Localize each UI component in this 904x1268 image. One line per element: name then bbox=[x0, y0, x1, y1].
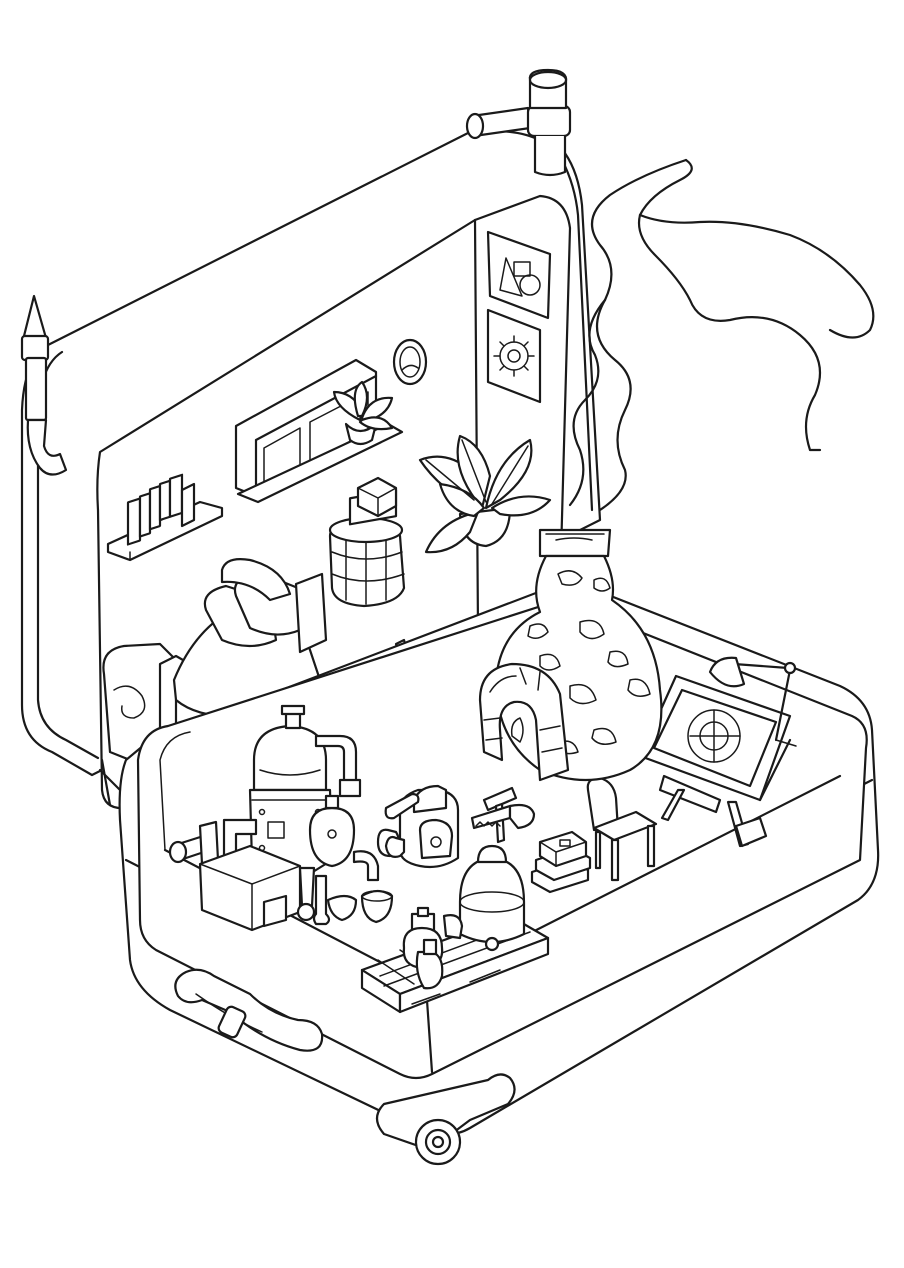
stone-furnace bbox=[478, 528, 663, 782]
workbench-vessels bbox=[402, 844, 526, 990]
large-potted-plant bbox=[418, 434, 552, 554]
wooden-barrel bbox=[328, 476, 406, 608]
hammer-and-saw bbox=[470, 786, 536, 844]
suitcase-handle bbox=[174, 968, 324, 1052]
lid-side-antenna bbox=[20, 294, 68, 476]
lid-chimney-pipe bbox=[465, 68, 572, 177]
backpack bbox=[384, 784, 460, 869]
drafting-desk bbox=[638, 656, 797, 848]
stacked-books bbox=[530, 830, 592, 894]
window-potted-plant bbox=[332, 380, 394, 446]
shelf-books bbox=[126, 473, 196, 546]
smoke-plume bbox=[568, 158, 875, 512]
wall-bookshelf bbox=[106, 473, 224, 562]
suitcase-wheel bbox=[375, 1073, 516, 1166]
boiler-machine bbox=[168, 704, 380, 932]
wall-poster-gear bbox=[486, 308, 542, 404]
wall-round-mirror-icon bbox=[392, 338, 428, 386]
wall-poster-shapes bbox=[486, 230, 552, 320]
